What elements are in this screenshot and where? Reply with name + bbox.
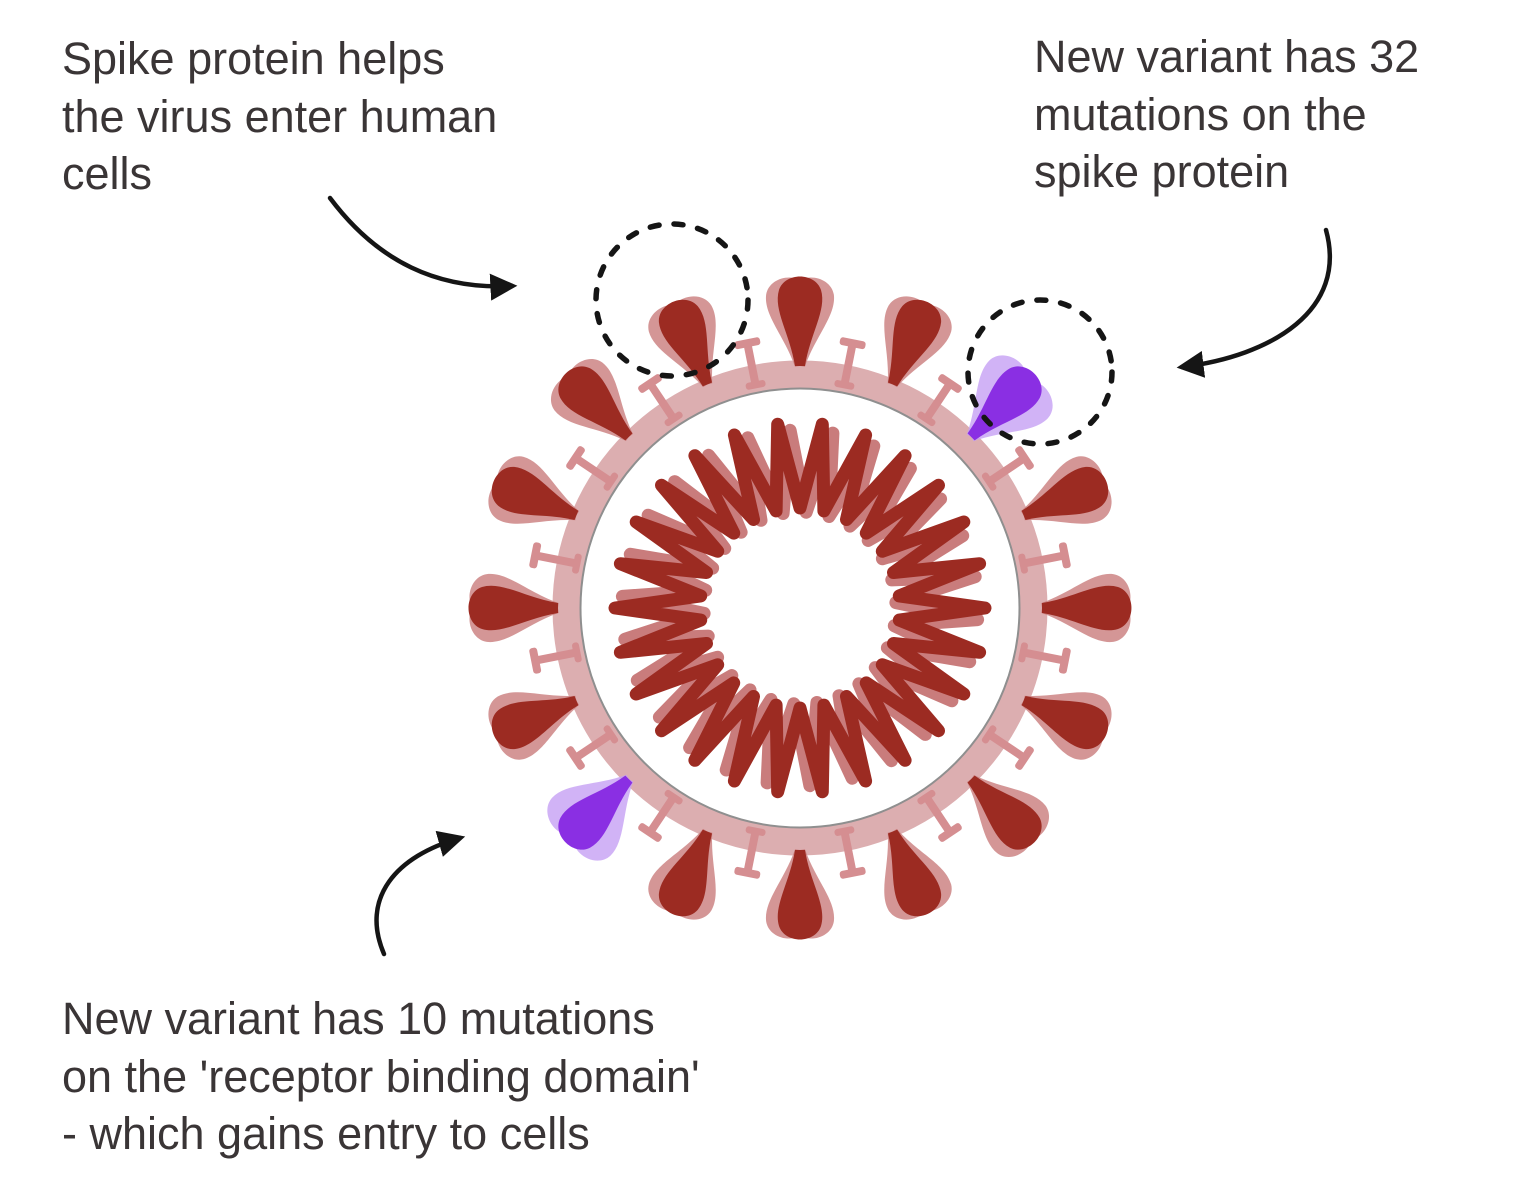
- envelope-protein: [734, 337, 766, 390]
- spike-protein: [488, 456, 580, 524]
- arrow-10-mutations: [374, 830, 466, 957]
- envelope-protein: [734, 826, 766, 879]
- arrow-spike-protein: [327, 195, 518, 301]
- spike-protein: [648, 296, 716, 388]
- envelope-protein: [834, 337, 866, 390]
- envelope-protein: [917, 374, 962, 427]
- envelope-protein: [529, 542, 582, 574]
- spike-protein: [488, 692, 580, 760]
- envelope-protein: [1018, 642, 1071, 674]
- envelope-protein: [981, 725, 1034, 770]
- envelope-protein: [638, 789, 683, 842]
- highlight-circle-spike: [593, 221, 751, 379]
- membrane-band: [552, 360, 1048, 856]
- label-variant-10-mutations: New variant has 10 mutations on the 'rec…: [62, 993, 700, 1160]
- spike-protein: [1041, 574, 1132, 642]
- spike-protein: [1020, 456, 1112, 524]
- spike-protein: [1020, 692, 1112, 760]
- envelope-protein: [917, 789, 962, 842]
- highlight-circle-mutated-spike: [965, 297, 1115, 447]
- envelope-protein: [1018, 542, 1071, 574]
- spike-protein: [468, 574, 559, 642]
- mutated-spike-protein: [547, 774, 634, 861]
- spike-protein: [648, 828, 716, 920]
- arrow-32-mutations: [1176, 227, 1333, 378]
- spike-protein: [766, 849, 834, 940]
- label-variant-32-mutations: New variant has 32 mutations on the spik…: [1034, 31, 1420, 198]
- spike-protein: [884, 828, 952, 920]
- label-spike-protein: Spike protein helps the virus enter huma…: [62, 33, 498, 200]
- spike-protein: [884, 296, 952, 388]
- envelope-protein: [981, 446, 1034, 491]
- envelope-protein: [834, 826, 866, 879]
- envelope-protein: [566, 446, 619, 491]
- spike-protein: [766, 276, 834, 367]
- envelope-protein: [529, 642, 582, 674]
- envelope-protein: [566, 725, 619, 770]
- spike-protein: [550, 358, 633, 441]
- envelope-protein: [638, 374, 683, 427]
- rna-coil: [608, 417, 992, 799]
- spike-protein: [967, 775, 1050, 858]
